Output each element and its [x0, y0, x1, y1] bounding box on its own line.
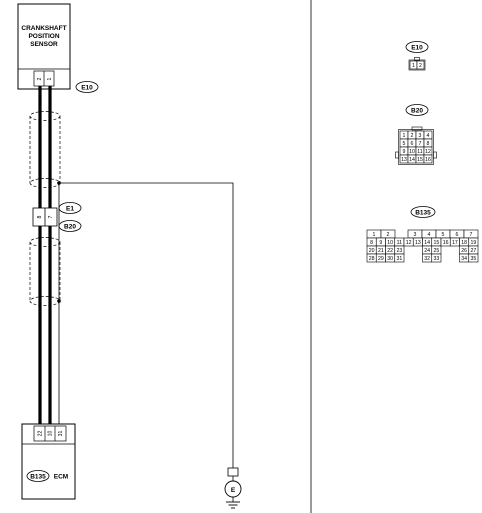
b135-pin-7: 7 [470, 232, 473, 238]
b135-pin-11: 11 [397, 240, 402, 246]
sensor-title-line-2: POSITION [28, 33, 59, 40]
b20-pin-12: 12 [425, 149, 431, 155]
connector-tag-b20: B20 [58, 220, 82, 232]
b135-pin-3: 3 [414, 232, 417, 238]
connector-tag-e10-text: E10 [81, 85, 93, 92]
shield-lower [29, 237, 61, 306]
connector-view-e10-title: E10 [411, 45, 423, 52]
b20-pin-16: 16 [425, 157, 431, 163]
connector-view-b135-title: B135 [415, 210, 431, 217]
b20-latch-0 [395, 151, 399, 159]
b135-pin-22: 22 [387, 248, 393, 254]
sensor-pin-2: 2 [37, 77, 43, 80]
ecm-unit: 22 10 31 B135 ECM [21, 423, 76, 500]
b20-pin-6: 6 [411, 141, 414, 147]
b135-pin-18: 18 [461, 240, 467, 246]
connector-tag-b135 [26, 470, 50, 482]
b135-pin-29: 29 [378, 256, 384, 262]
b20-pin-15: 15 [417, 157, 423, 163]
b135-pin-5: 5 [442, 232, 445, 238]
b20-pin-9: 9 [403, 149, 406, 155]
b135-pin-31: 31 [396, 256, 402, 262]
b135-pin-33: 33 [433, 256, 439, 262]
b20-frame [398, 129, 434, 165]
crankshaft-position-sensor: CRANKSHAFT POSITION SENSOR 2 1 [17, 3, 71, 90]
b135-pin-15: 15 [433, 240, 439, 246]
b20-pin-14: 14 [409, 157, 415, 163]
ecm-pin-10: 10 [48, 431, 54, 437]
b135-pin-12: 12 [406, 240, 412, 246]
connector-tag-b20-text: B20 [64, 224, 76, 231]
b135-pin-1: 1 [373, 232, 376, 238]
connector-tag-b135-text: B135 [30, 474, 46, 481]
b20-latch-1 [433, 151, 437, 159]
b20-pin-7: 7 [419, 141, 422, 147]
b135-pin-8: 8 [370, 240, 373, 246]
b135-pin-23: 23 [396, 248, 402, 254]
connector-tag-e10: E10 [75, 81, 99, 93]
joint-pin-8: 8 [37, 215, 43, 218]
ground-symbol-text: E [231, 487, 236, 494]
b135-pin-35: 35 [470, 256, 476, 262]
b20-pin-8: 8 [427, 141, 430, 147]
shield-upper [29, 111, 61, 188]
b20-pin-4: 4 [427, 133, 430, 139]
sensor-title-line-1: CRANKSHAFT [21, 25, 66, 32]
connector-tag-e1: E1 [58, 202, 82, 214]
ecm-pin-22: 22 [38, 431, 44, 437]
b20-pin-2: 2 [411, 133, 414, 139]
connector-tag-e1-text: E1 [66, 206, 74, 213]
ground-symbol: E [224, 467, 242, 509]
b135-pin-16: 16 [443, 240, 449, 246]
b135-pin-28: 28 [369, 256, 375, 262]
b135-pin-31-cell [394, 253, 405, 263]
b135-pin-10: 10 [387, 240, 393, 246]
b135-pin-9: 9 [379, 240, 382, 246]
b135-pin-19: 19 [470, 240, 476, 246]
b135-pin-6: 6 [456, 232, 459, 238]
joint-pin-7: 7 [48, 215, 54, 218]
e10-pin-2-cell [416, 60, 425, 70]
b135-pin-32: 32 [424, 256, 430, 262]
b135-pin-25: 25 [433, 248, 439, 254]
b20-pin-11: 11 [417, 149, 422, 155]
ground-wire [59, 182, 234, 468]
b135-pin-21: 21 [378, 248, 384, 254]
b135-pin-30: 30 [387, 256, 393, 262]
b20-pin-5: 5 [403, 141, 406, 147]
b20-pin-3: 3 [419, 133, 422, 139]
signal-wires [38, 86, 60, 425]
b135-pin-27: 27 [470, 248, 476, 254]
b20-pin-10: 10 [409, 149, 415, 155]
sensor-title-line-3: SENSOR [30, 41, 58, 48]
e10-pin-2: 2 [419, 63, 422, 69]
b135-pin-35-cell [468, 253, 479, 263]
b20-pin-13: 13 [401, 157, 407, 163]
e10-pin-1: 1 [412, 63, 415, 69]
b135-pin-33-cell [431, 253, 442, 263]
ecm-label: ECM [54, 474, 68, 481]
sensor-pin-1: 1 [47, 77, 53, 80]
connector-view-b20-title: B20 [411, 108, 423, 115]
b135-pin-26: 26 [461, 248, 467, 254]
b135-pin-13: 13 [415, 240, 421, 246]
b20-pin-1: 1 [403, 133, 406, 139]
joint-connector: 8 7 [32, 207, 58, 227]
b135-pin-24: 24 [424, 248, 430, 254]
e10-frame [408, 59, 426, 71]
b135-pin-20: 20 [369, 248, 375, 254]
b135-pin-34: 34 [461, 256, 467, 262]
b135-pin-14: 14 [424, 240, 430, 246]
b135-pin-17: 17 [452, 240, 458, 246]
b135-pin-4: 4 [428, 232, 431, 238]
b20-pin-16-cell [423, 154, 433, 164]
ecm-pin-31: 31 [58, 431, 64, 437]
b135-pin-2: 2 [387, 232, 390, 238]
